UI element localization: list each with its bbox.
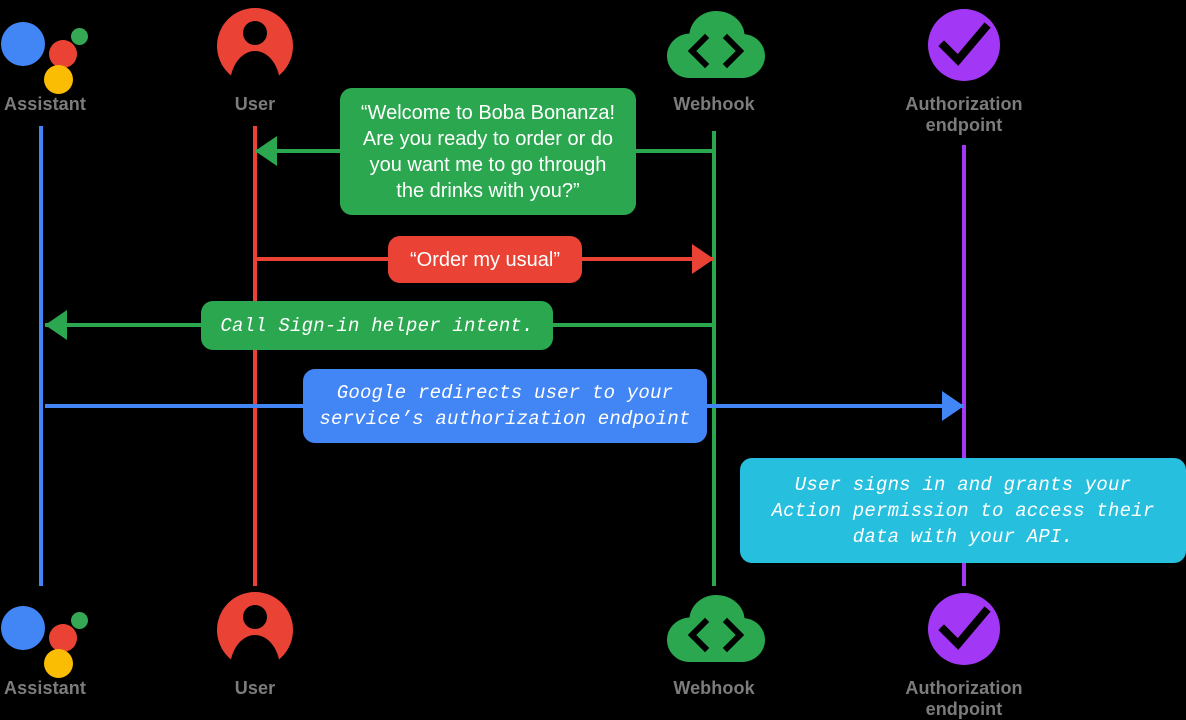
user-avatar-head bbox=[243, 21, 267, 45]
message-bubble-google-redirect: Google redirects user to your service’s … bbox=[303, 369, 707, 443]
arrow-head-welcome bbox=[255, 136, 277, 166]
actor-label-authorization: Authorization endpoint bbox=[905, 94, 1023, 135]
message-bubble-order-my-usual: “Order my usual” bbox=[388, 236, 582, 283]
assistant-dot-yellow bbox=[44, 649, 73, 678]
lifeline-user bbox=[253, 126, 257, 586]
check-circle-icon bbox=[927, 8, 1001, 82]
actor-webhook-bottom: Webhook bbox=[614, 592, 814, 699]
actor-label-user: User bbox=[234, 94, 276, 114]
actor-label-user: User bbox=[234, 678, 276, 698]
user-avatar-icon bbox=[217, 592, 293, 669]
actor-assistant-bottom: Assistant bbox=[0, 592, 145, 699]
actor-authorization-top: Authorization endpoint bbox=[864, 8, 1064, 136]
actor-label-assistant: Assistant bbox=[4, 678, 86, 698]
arrow-head-google-redirect bbox=[942, 391, 964, 421]
lifeline-authorization bbox=[962, 145, 966, 586]
actor-label-webhook: Webhook bbox=[673, 94, 755, 114]
check-circle-icon bbox=[914, 8, 1014, 90]
assistant-dot-blue bbox=[1, 22, 45, 66]
check-circle-icon bbox=[927, 592, 1001, 666]
message-bubble-user-grants-permission: User signs in and grants your Action per… bbox=[740, 458, 1186, 563]
actor-label-authorization: Authorization endpoint bbox=[905, 678, 1023, 719]
actor-label-assistant: Assistant bbox=[4, 94, 86, 114]
actor-user-top: User bbox=[155, 8, 355, 115]
cloud-code-icon bbox=[664, 592, 765, 674]
cloud-code-icon bbox=[664, 8, 765, 90]
lifeline-assistant bbox=[39, 126, 43, 586]
google-assistant-icon bbox=[0, 592, 95, 678]
arrow-head-order-my-usual bbox=[692, 244, 714, 274]
google-assistant-icon bbox=[0, 8, 91, 94]
actor-webhook-top: Webhook bbox=[614, 8, 814, 115]
lifeline-webhook bbox=[712, 131, 716, 586]
arrow-head-call-signin-helper bbox=[45, 310, 67, 340]
google-assistant-icon bbox=[0, 592, 91, 678]
assistant-dot-yellow bbox=[44, 65, 73, 94]
user-avatar-icon bbox=[205, 592, 305, 674]
check-circle-icon bbox=[914, 592, 1014, 674]
user-avatar-head bbox=[243, 605, 267, 629]
actor-assistant-top: Assistant bbox=[0, 8, 145, 115]
actor-authorization-bottom: Authorization endpoint bbox=[864, 592, 1064, 720]
assistant-dot-red bbox=[49, 40, 77, 68]
assistant-dot-green bbox=[71, 612, 88, 629]
assistant-dot-blue bbox=[1, 606, 45, 650]
message-bubble-welcome: “Welcome to Boba Bonanza! Are you ready … bbox=[340, 88, 636, 215]
user-avatar-icon bbox=[205, 8, 305, 90]
cloud-code-icon bbox=[664, 8, 768, 82]
cloud-code-icon bbox=[664, 592, 768, 666]
assistant-dot-green bbox=[71, 28, 88, 45]
google-assistant-icon bbox=[0, 8, 95, 94]
user-avatar-icon bbox=[217, 8, 293, 85]
assistant-dot-red bbox=[49, 624, 77, 652]
actor-label-webhook: Webhook bbox=[673, 678, 755, 698]
message-bubble-call-signin-helper: Call Sign-in helper intent. bbox=[201, 301, 553, 350]
actor-user-bottom: User bbox=[155, 592, 355, 699]
